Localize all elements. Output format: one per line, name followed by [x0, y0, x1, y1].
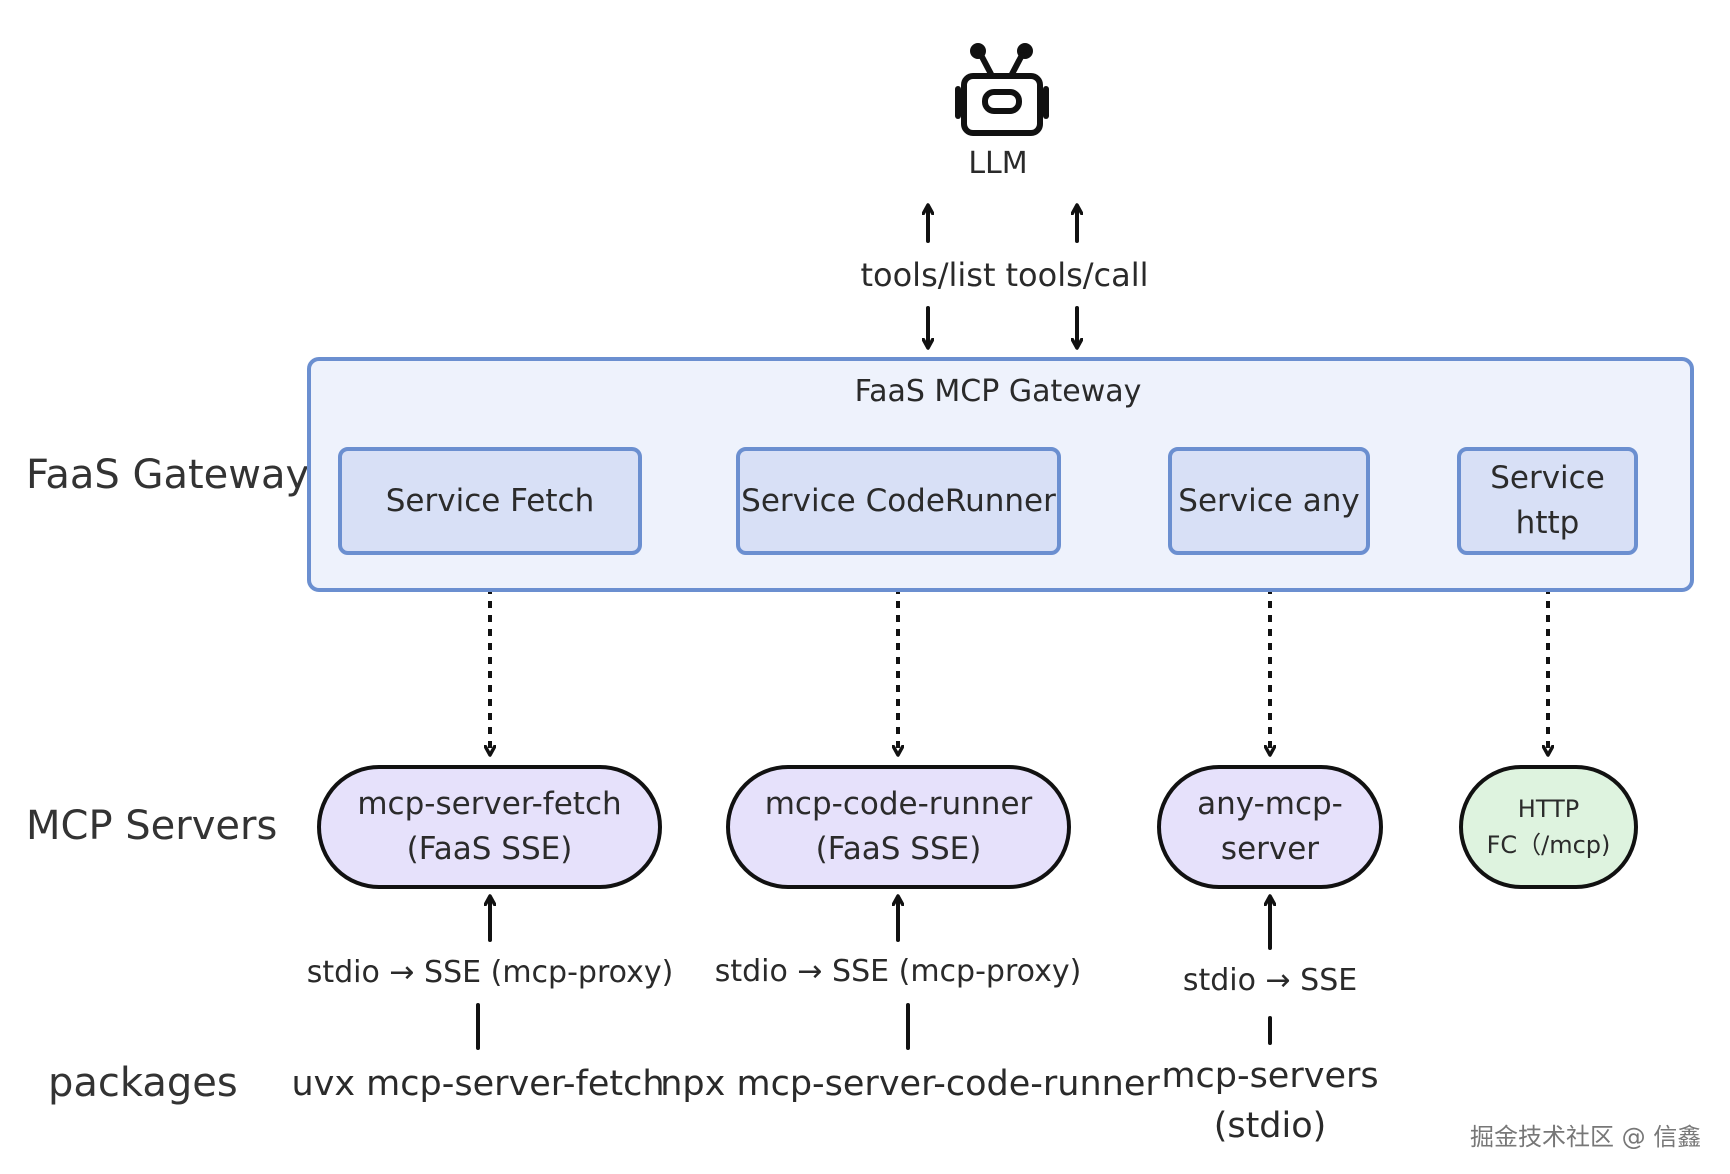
row-label-servers: MCP Servers [26, 803, 278, 849]
gateway-title: FaaS MCP Gateway [854, 374, 1142, 409]
tools-call-label: tools/call [1005, 256, 1149, 294]
server-http-line1: HTTP [1517, 795, 1580, 823]
llm-label: LLM [968, 146, 1028, 181]
row-label-gateway: FaaS Gateway [26, 452, 310, 498]
service-http-line1: Service [1490, 460, 1605, 496]
service-fetch: Service Fetch [338, 447, 642, 555]
server-coderunner-line2: (FaaS SSE) [815, 831, 982, 867]
server-any-line1: any-mcp- [1197, 786, 1343, 822]
package-bars [476, 1003, 1272, 1050]
service-any-label: Service any [1178, 482, 1360, 519]
service-http-line2: http [1515, 505, 1580, 541]
service-http: Service http [1457, 447, 1638, 555]
server-fetch-line2: (FaaS SSE) [406, 831, 573, 867]
package-any-line2: (stdio) [1213, 1106, 1327, 1146]
row-label-packages: packages [48, 1060, 238, 1106]
server-any-line2: server [1220, 831, 1320, 867]
server-any-mcp-server: any-mcp- server [1157, 765, 1383, 889]
server-http-line2: FC（/mcp) [1486, 831, 1611, 859]
watermark: 掘金技术社区 @ 信鑫 [1470, 1123, 1702, 1151]
server-coderunner-line1: mcp-code-runner [764, 786, 1033, 822]
tools-list-label: tools/list [860, 256, 996, 294]
service-server-connectors [490, 573, 1548, 751]
transport-fetch-label: stdio → SSE (mcp-proxy) [306, 955, 674, 990]
service-fetch-label: Service Fetch [385, 482, 595, 519]
server-mcp-server-fetch: mcp-server-fetch (FaaS SSE) [317, 765, 662, 889]
service-coderunner: Service CodeRunner [736, 447, 1061, 555]
server-fetch-line1: mcp-server-fetch [357, 786, 622, 822]
robot-icon [955, 43, 1049, 136]
server-http-fc: HTTP FC（/mcp) [1459, 765, 1638, 889]
service-any: Service any [1168, 447, 1370, 555]
service-coderunner-label: Service CodeRunner [741, 482, 1056, 519]
package-coderunner-label: npx mcp-server-code-runner [660, 1064, 1160, 1104]
transport-arrows [490, 900, 1270, 950]
transport-any-label: stdio → SSE [1182, 963, 1358, 998]
server-mcp-code-runner: mcp-code-runner (FaaS SSE) [726, 765, 1071, 889]
transport-coderunner-label: stdio → SSE (mcp-proxy) [714, 954, 1082, 989]
package-fetch-label: uvx mcp-server-fetch [291, 1064, 665, 1104]
package-any-line1: mcp-servers [1161, 1056, 1379, 1096]
